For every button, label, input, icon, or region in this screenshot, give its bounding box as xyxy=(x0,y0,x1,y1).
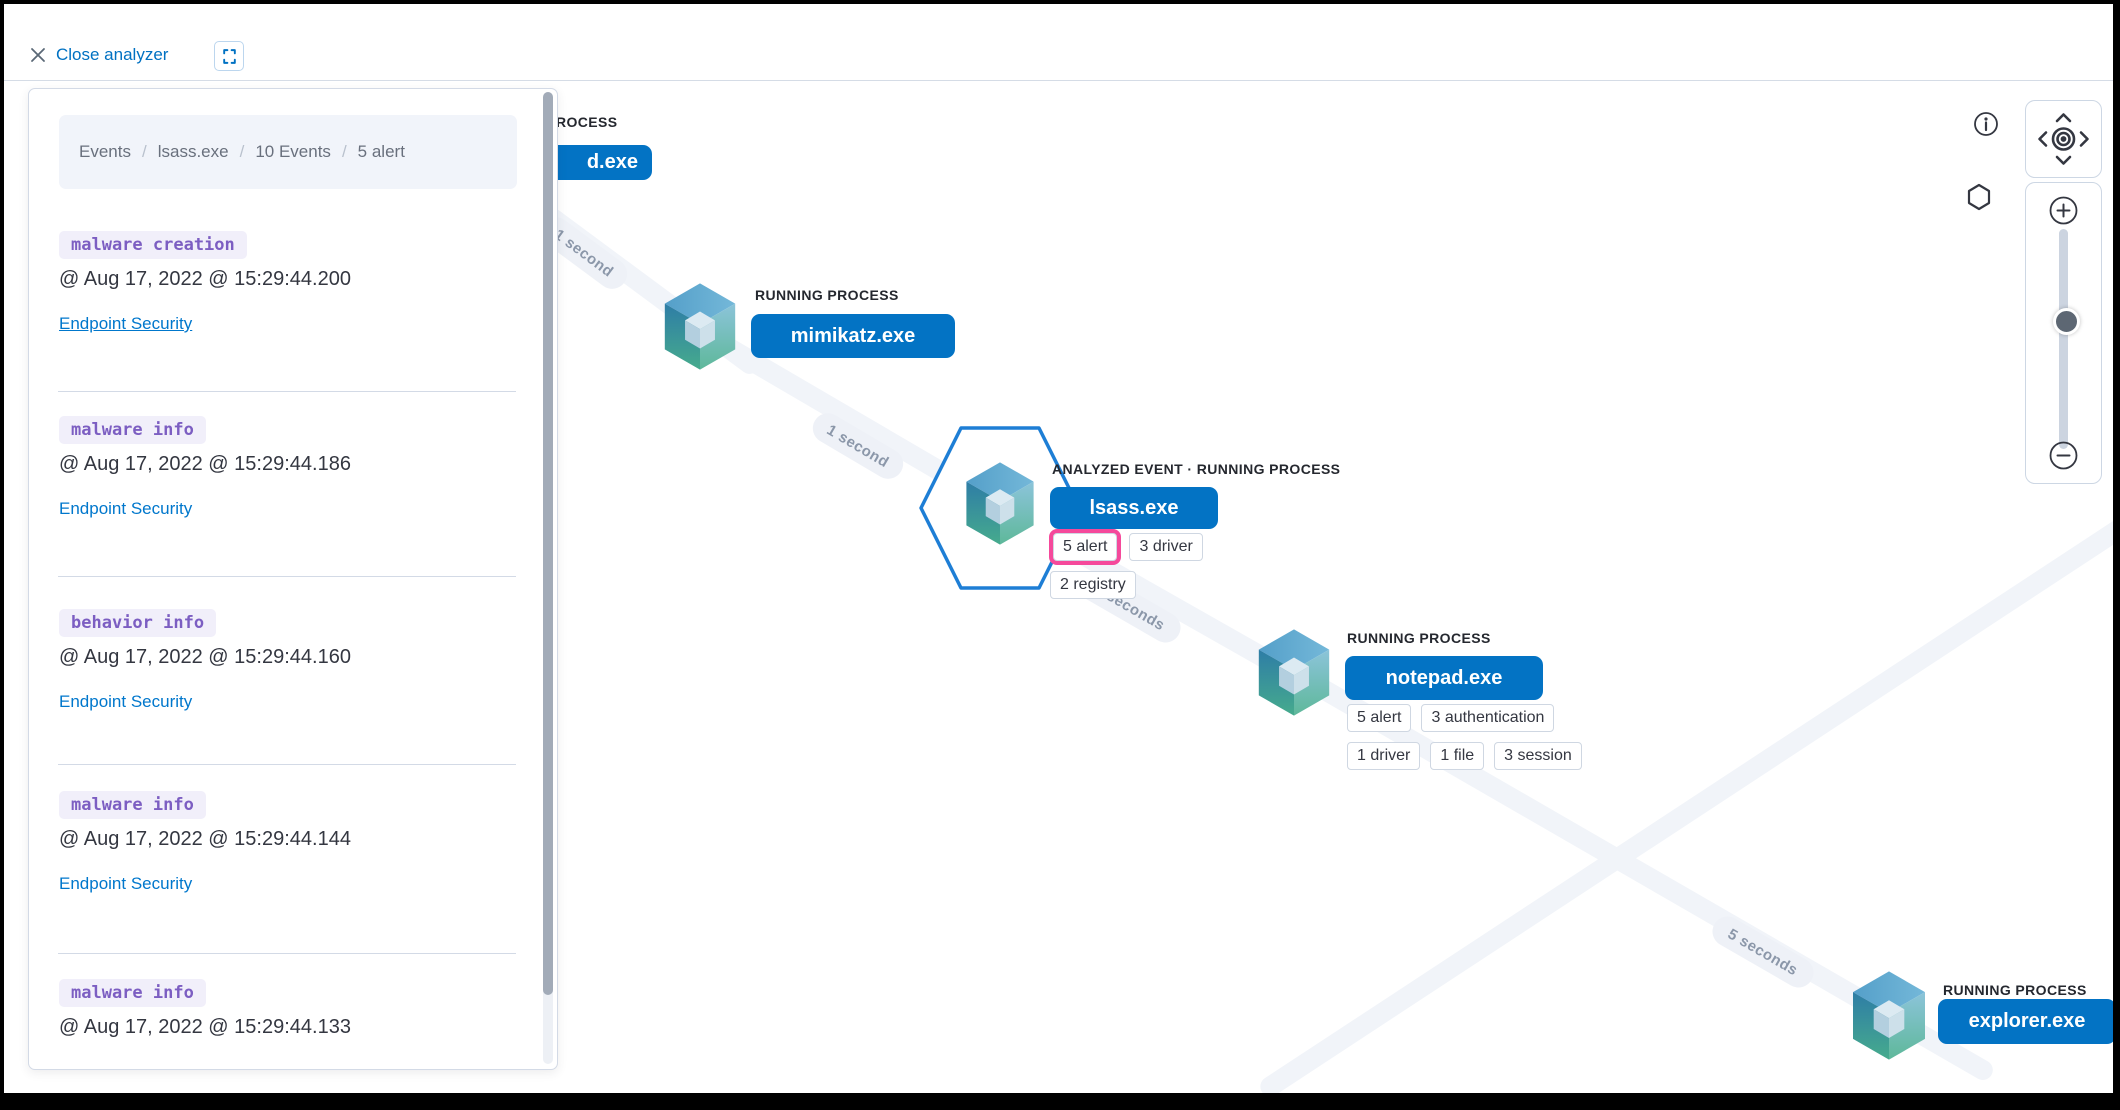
info-icon[interactable] xyxy=(1972,110,2000,138)
mimikatz-kind: RUNNING PROCESS xyxy=(755,287,899,303)
event-divider xyxy=(58,391,516,392)
analyzer-toolbar: Close analyzer xyxy=(0,38,2120,80)
mimikatz-pill[interactable]: mimikatz.exe xyxy=(751,314,955,358)
zoom-slider-thumb[interactable] xyxy=(2053,308,2080,335)
event-timestamp: @ Aug 17, 2022 @ 15:29:44.186 xyxy=(59,453,351,475)
notepad-pill[interactable]: notepad.exe xyxy=(1345,656,1543,700)
lsass-badge-driver[interactable]: 3 driver xyxy=(1129,533,1203,561)
pan-down-icon xyxy=(2055,155,2072,165)
lsass-badges-row1: 5 alert 3 driver xyxy=(1053,533,1203,561)
lsass-badges-row2: 2 registry xyxy=(1050,571,1136,599)
notepad-badge-alert[interactable]: 5 alert xyxy=(1347,704,1412,732)
zoom-in-button[interactable] xyxy=(2049,196,2078,225)
edge-label-notepad-explorer: 5 seconds xyxy=(1707,911,1819,993)
notepad-kind: RUNNING PROCESS xyxy=(1347,630,1491,646)
close-icon xyxy=(31,48,45,62)
event-type-badge: malware info xyxy=(59,791,206,819)
events-panel: Events / lsass.exe / 10 Events / 5 alert… xyxy=(28,88,558,1070)
zoom-out-button[interactable] xyxy=(2049,441,2078,470)
event-type-badge: malware info xyxy=(59,979,206,1007)
graph-zoom-controls xyxy=(2025,182,2102,484)
notepad-badges-row1: 5 alert 3 authentication xyxy=(1347,704,1555,732)
event-item: malware creation @ Aug 17, 2022 @ 15:29:… xyxy=(59,231,521,334)
explorer-cube-icon[interactable] xyxy=(1844,966,1934,1065)
explorer-kind: RUNNING PROCESS xyxy=(1943,982,2087,998)
toolbar-divider xyxy=(0,80,2120,81)
event-type-badge: malware info xyxy=(59,416,206,444)
event-timestamp: @ Aug 17, 2022 @ 15:29:44.144 xyxy=(59,828,351,850)
event-item: malware info @ Aug 17, 2022 @ 15:29:44.1… xyxy=(59,416,521,519)
breadcrumb: Events / lsass.exe / 10 Events / 5 alert xyxy=(59,115,517,189)
event-timestamp: @ Aug 17, 2022 @ 15:29:44.160 xyxy=(59,646,351,668)
event-source-link[interactable]: Endpoint Security xyxy=(59,314,193,333)
breadcrumb-process[interactable]: lsass.exe xyxy=(157,142,229,161)
lsass-kind: ANALYZED EVENT · RUNNING PROCESS xyxy=(1052,461,1341,477)
breadcrumb-count[interactable]: 10 Events xyxy=(255,142,331,161)
event-divider xyxy=(58,764,516,765)
close-analyzer-label: Close analyzer xyxy=(56,45,169,64)
center-camera-icon xyxy=(2051,127,2076,151)
event-source-link[interactable]: Endpoint Security xyxy=(59,874,193,893)
panel-scrollbar-thumb[interactable] xyxy=(543,92,553,995)
event-item: malware info @ Aug 17, 2022 @ 15:29:44.1… xyxy=(59,791,521,894)
window-frame-right xyxy=(2113,0,2120,1110)
event-timestamp: @ Aug 17, 2022 @ 15:29:44.200 xyxy=(59,268,351,290)
event-item: behavior info @ Aug 17, 2022 @ 15:29:44.… xyxy=(59,609,521,712)
lsass-cube-icon[interactable] xyxy=(958,457,1042,550)
notepad-badge-file[interactable]: 1 file xyxy=(1430,742,1485,770)
notepad-badge-session[interactable]: 3 session xyxy=(1494,742,1582,770)
event-type-badge: behavior info xyxy=(59,609,217,637)
zoom-slider-track[interactable] xyxy=(2059,229,2068,449)
notepad-badges-row2: 1 driver 1 file 3 session xyxy=(1347,742,1582,770)
breadcrumb-events[interactable]: Events xyxy=(79,142,131,161)
parent-process-kind: ROCESS xyxy=(556,114,618,130)
pan-left-icon xyxy=(2038,131,2048,147)
event-source-link[interactable]: Endpoint Security xyxy=(59,499,193,518)
event-source-link[interactable]: Endpoint Security xyxy=(59,692,193,711)
fullscreen-icon xyxy=(222,48,236,64)
breadcrumb-category: 5 alert xyxy=(357,142,405,161)
notepad-badge-authentication[interactable]: 3 authentication xyxy=(1421,704,1555,732)
window-frame-top xyxy=(0,0,2120,4)
lsass-pill[interactable]: lsass.exe xyxy=(1050,487,1218,529)
notepad-badge-driver[interactable]: 1 driver xyxy=(1347,742,1421,770)
close-analyzer-button[interactable]: Close analyzer xyxy=(30,45,168,65)
process-graph: 1 second 1 second 3 seconds 5 seconds RO… xyxy=(0,81,2120,1101)
event-divider xyxy=(58,576,516,577)
pan-up-icon xyxy=(2055,113,2072,123)
window-frame-bottom xyxy=(0,1093,2120,1110)
lsass-badge-alert[interactable]: 5 alert xyxy=(1053,533,1118,561)
mimikatz-cube-icon[interactable] xyxy=(656,278,744,375)
event-divider xyxy=(58,953,516,954)
explorer-pill[interactable]: explorer.exe xyxy=(1938,999,2116,1044)
event-type-badge: malware creation xyxy=(59,231,247,259)
event-timestamp: @ Aug 17, 2022 @ 15:29:44.133 xyxy=(59,1016,351,1038)
window-frame-left xyxy=(0,0,4,1110)
event-item: malware info @ Aug 17, 2022 @ 15:29:44.1… xyxy=(59,979,521,1039)
fullscreen-button[interactable] xyxy=(214,41,244,71)
schema-hexagon-icon[interactable] xyxy=(1965,182,1993,212)
pan-right-icon xyxy=(2079,131,2089,147)
lsass-badge-registry[interactable]: 2 registry xyxy=(1050,571,1136,599)
graph-pan-controls xyxy=(2025,100,2102,178)
notepad-cube-icon[interactable] xyxy=(1250,624,1338,721)
